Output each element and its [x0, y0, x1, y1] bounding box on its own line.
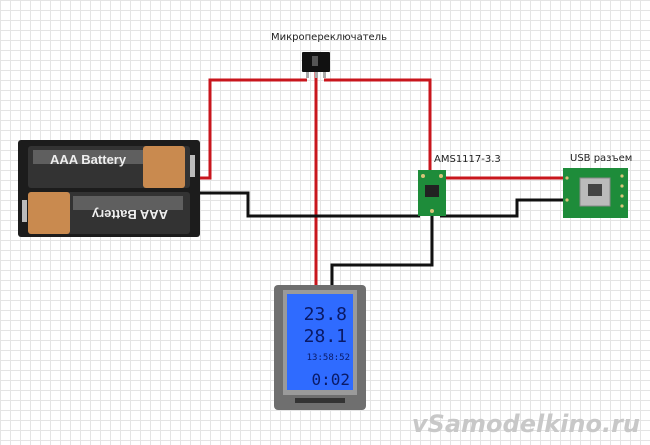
watermark: vSamodelkino.ru: [411, 410, 640, 438]
battery-label-top: AAA Battery: [50, 152, 127, 167]
battery-label-bottom: AAA Battery: [91, 207, 168, 222]
wire-battery-to-switch: [200, 78, 307, 180]
battery-holder: AAA Battery AAA Battery: [18, 140, 200, 237]
wire-battery-ground: [200, 191, 420, 218]
micro-switch: [302, 52, 330, 78]
usb-label: USB разъем: [570, 153, 633, 164]
ams1117-module: [418, 170, 446, 216]
display-line-4: 0:02: [311, 370, 350, 389]
display-line-2: 28.1: [304, 326, 347, 347]
regulator-label: AMS1117-3.3: [434, 154, 501, 165]
positive-wires: [200, 72, 566, 292]
switch-label: Микропереключатель: [271, 32, 387, 43]
thermometer-display: 23.8 28.1 13:58:52 0:02: [274, 285, 366, 410]
wire-switch-to-regulator: [324, 78, 432, 178]
ground-wires: [200, 191, 566, 292]
wire-usb-ground: [440, 198, 566, 218]
wire-regulator-to-display: [330, 212, 434, 292]
usb-module: [563, 168, 628, 218]
display-line-3: 13:58:52: [307, 353, 350, 363]
display-line-1: 23.8: [304, 304, 347, 325]
